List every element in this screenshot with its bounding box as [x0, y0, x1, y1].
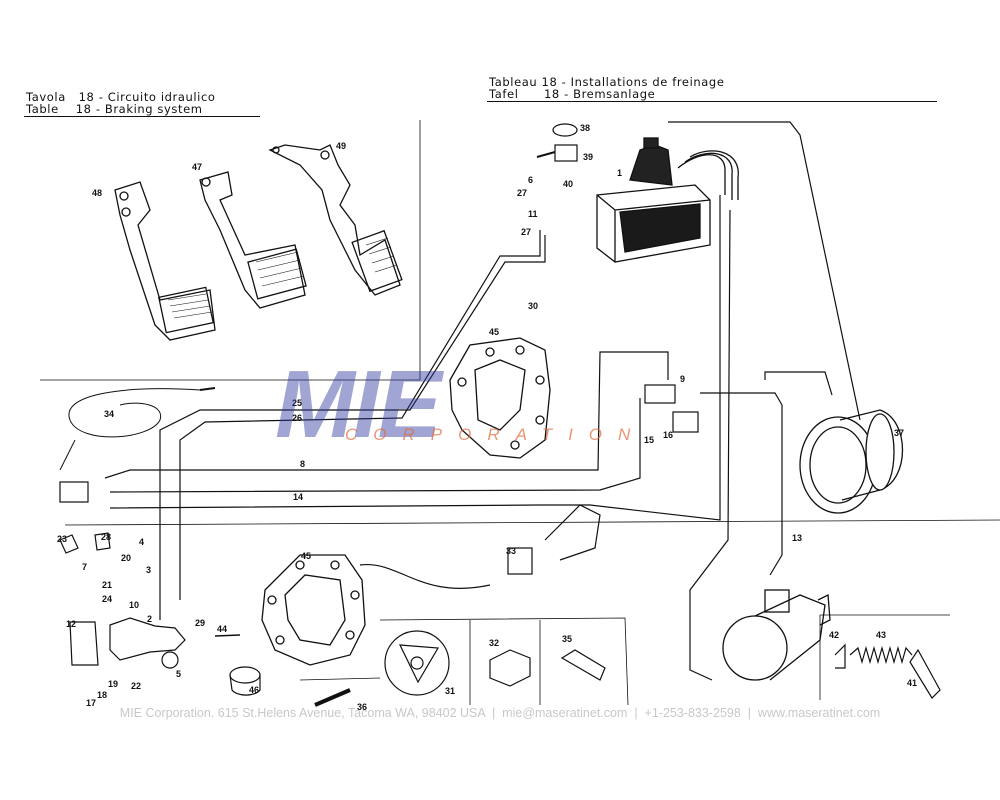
part-label: 11: [528, 209, 538, 219]
header-left-rule: [24, 116, 260, 117]
brake-fluid-reservoir: [596, 137, 739, 263]
pedal-47: [199, 171, 307, 309]
part-label: 19: [108, 679, 118, 689]
part-label: 7: [82, 562, 87, 572]
part-label: 18: [97, 690, 107, 700]
part-label: 40: [563, 179, 573, 189]
pipe-booster: [764, 371, 833, 396]
part-label: 33: [506, 546, 516, 556]
watermark-subtitle: CORPORATION: [345, 425, 646, 444]
part-label: 23: [57, 534, 67, 544]
part-label: 30: [528, 301, 538, 311]
part-label: 46: [249, 685, 259, 695]
part-label: 44: [217, 624, 227, 634]
part-label: 21: [102, 580, 112, 590]
part-label: 3: [146, 565, 151, 575]
part-label: 15: [644, 435, 654, 445]
part-label: 39: [583, 152, 593, 162]
part-label: 45: [301, 551, 311, 561]
pipe-rear: [359, 564, 491, 589]
part-label: 2: [147, 614, 152, 624]
part-label: 5: [176, 669, 181, 679]
part-label: 37: [894, 428, 904, 438]
part-label: 13: [792, 533, 802, 543]
part-label: 47: [192, 162, 202, 172]
cable-34: [68, 388, 201, 438]
part-label: 35: [562, 634, 572, 644]
part-label: 12: [66, 619, 76, 629]
part-label: 36: [357, 702, 367, 712]
part-label: 9: [680, 374, 685, 384]
header-right-line2: Tafel 18 - Bremsanlage: [489, 87, 656, 101]
part-label: 28: [101, 532, 111, 542]
pipe-13: [700, 392, 783, 576]
part-label: 43: [876, 630, 886, 640]
part-label: 38: [580, 123, 590, 133]
part-label: 6: [528, 175, 533, 185]
part-label: 27: [521, 227, 531, 237]
caliper-45-lower: [261, 554, 366, 666]
pipe-33: [544, 504, 601, 561]
part-label: 45: [489, 327, 499, 337]
pipe-main: [109, 195, 721, 521]
brake-booster: [799, 409, 904, 514]
part-label: 49: [336, 141, 346, 151]
part-label: 17: [86, 698, 96, 708]
part-label: 41: [907, 678, 917, 688]
part-label: 1: [617, 168, 622, 178]
part-label: 26: [292, 413, 302, 423]
watermark-logo: MIE: [275, 351, 445, 458]
pipe-26: [179, 230, 541, 600]
pipe-25: [159, 235, 546, 620]
part-label: 25: [292, 398, 302, 408]
part-label: 20: [121, 553, 131, 563]
header-left-line1: Tavola 18 - Circuito idraulico: [26, 90, 216, 104]
part-label: 31: [445, 686, 455, 696]
header-right-line1: Tableau 18 - Installations de freinage: [489, 75, 725, 89]
part-label: 14: [293, 492, 303, 502]
part-label: 16: [663, 430, 673, 440]
part-label: 34: [104, 409, 114, 419]
part-label: 24: [102, 594, 112, 604]
part-label: 8: [300, 459, 305, 469]
master-cylinder: [722, 589, 831, 681]
footer-contact: MIE Corporation. 615 St.Helens Avenue, T…: [119, 706, 881, 720]
pipe-lower: [689, 209, 731, 681]
pipe-14: [109, 398, 641, 493]
pipe-vac: [668, 121, 861, 421]
pipe-8: [104, 351, 669, 479]
part-label: 32: [489, 638, 499, 648]
part-label: 4: [139, 537, 144, 547]
part-label: 42: [829, 630, 839, 640]
header-left-line2: Table 18 - Braking system: [26, 102, 203, 116]
pedal-48: [114, 181, 216, 341]
part-label: 22: [131, 681, 141, 691]
header-right-rule: [487, 101, 937, 102]
part-label: 29: [195, 618, 205, 628]
caliper-45-upper: [449, 337, 551, 459]
part-label: 48: [92, 188, 102, 198]
pedal-49: [268, 144, 403, 296]
part-label: 27: [517, 188, 527, 198]
part-label: 10: [129, 600, 139, 610]
